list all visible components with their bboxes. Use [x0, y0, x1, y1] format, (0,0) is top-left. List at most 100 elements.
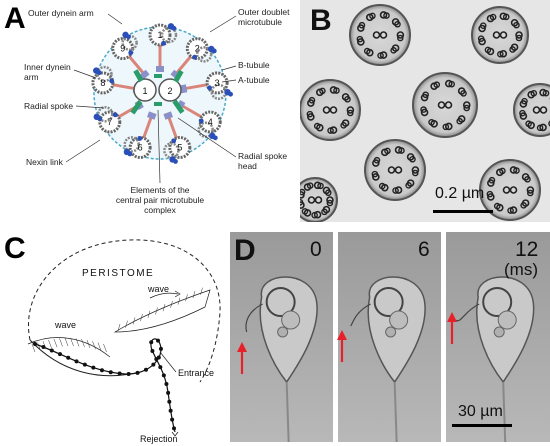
central-tubule-2	[158, 78, 182, 102]
frame-label-6: 6	[418, 238, 430, 261]
panel-b-letter: B	[310, 4, 332, 37]
inner-dynein-arm	[207, 85, 212, 91]
frame-label-12: 12	[515, 238, 539, 261]
trajectory-dot	[156, 338, 161, 343]
inner-dynein-arm	[192, 54, 198, 60]
trajectory-dot	[167, 399, 172, 404]
central-bridge	[154, 74, 162, 78]
doublet-number: 8	[100, 78, 105, 88]
central-bridge	[154, 102, 162, 106]
trajectory-dot	[172, 426, 177, 431]
doublet-number: 1	[157, 30, 162, 40]
peristome-diagram: PERISTOME wave wave Entrance Rejection	[27, 239, 221, 444]
radial-spoke-head	[163, 111, 173, 120]
outer-doublet: 3	[205, 71, 229, 101]
label-radial-spoke: Radial spoke	[24, 101, 73, 111]
label-rejection: Rejection	[140, 434, 178, 444]
trajectory-dot	[151, 362, 156, 367]
radial-spoke	[183, 83, 208, 91]
radial-spoke-head	[179, 84, 188, 94]
axoneme-cross-section	[471, 6, 529, 64]
cell-outline	[28, 239, 221, 383]
microscopy-frame	[446, 232, 550, 443]
panel-c: C PERISTOME wave wave Entrance Rejection	[0, 232, 225, 446]
label-nexin-link: Nexin link	[26, 157, 64, 167]
axoneme-cross-section	[479, 159, 541, 221]
lip-line	[29, 339, 141, 377]
panel-c-letter: C	[4, 232, 26, 265]
trajectory-dot	[99, 368, 104, 373]
axoneme-cross-section	[364, 139, 426, 201]
trajectory-dot	[149, 340, 154, 345]
central-projection	[130, 100, 143, 115]
central-projection	[172, 99, 185, 114]
trajectory-dot	[41, 345, 46, 350]
trajectory-dot	[108, 370, 113, 375]
outer-doublet: 4	[197, 110, 222, 139]
radial-spoke-head	[139, 69, 150, 80]
doublet-number: 3	[215, 78, 220, 88]
axoneme-cross-section	[412, 72, 478, 138]
doublet-number: 4	[208, 117, 213, 127]
trajectory-dot	[91, 365, 96, 370]
doublet-number: 9	[120, 44, 125, 54]
trajectory-dot	[49, 348, 54, 353]
radial-spoke	[166, 115, 178, 139]
doublet-number: 2	[195, 44, 200, 54]
trajectory-dot	[66, 355, 71, 360]
radial-spoke	[180, 103, 203, 119]
central-projection	[173, 69, 184, 83]
microscopy-frames	[230, 232, 550, 443]
panel-d: D 0 6 12 (ms) 30 µm	[230, 232, 550, 446]
scale-bar-b-label: 0.2 µm	[435, 185, 485, 202]
trajectory-dot	[166, 390, 171, 395]
scale-bar-d	[452, 424, 512, 427]
red-arrow-indicator	[337, 330, 347, 362]
inner-dynein-arm	[112, 112, 118, 118]
radial-spoke	[112, 83, 137, 91]
inner-dynein-arm	[109, 78, 115, 84]
label-outer-dynein-arm: Outer dynein arm	[28, 8, 94, 18]
trajectory-dot	[154, 357, 159, 362]
scale-bar-d-label: 30 µm	[458, 403, 503, 420]
trajectory-dot	[58, 352, 63, 357]
frame-label-0: 0	[310, 238, 322, 261]
radial-spoke-head	[147, 111, 157, 120]
label-wave-upper: wave	[147, 284, 169, 294]
scale-bar-b	[433, 210, 493, 213]
trajectory-dot	[168, 408, 173, 413]
trajectory-dot	[158, 346, 163, 351]
trajectory-dot	[126, 372, 131, 377]
trajectory-dot	[117, 371, 122, 376]
central-tubule-1	[133, 78, 157, 102]
inner-dynein-arm	[171, 138, 177, 144]
panel-b: B 0.2 µm	[300, 0, 550, 222]
trajectory-dot	[82, 362, 87, 367]
frame-unit-label: (ms)	[504, 260, 538, 279]
trajectory-dot	[170, 417, 175, 422]
radial-spoke-head	[156, 66, 164, 72]
panel-a-letter: A	[4, 2, 26, 35]
red-arrow-indicator	[237, 342, 247, 374]
axoneme-cross-section	[300, 79, 361, 141]
trajectory-dot	[143, 367, 148, 372]
doublet-number: 7	[107, 117, 112, 127]
inner-dynein-arm	[128, 50, 134, 56]
trajectory-dot	[158, 365, 163, 370]
outer-doublet: 2	[185, 37, 213, 63]
trajectory-dot	[74, 359, 79, 364]
radial-spoke	[127, 55, 146, 76]
axoneme-cross-section	[349, 4, 411, 66]
panel-d-letter: D	[234, 234, 256, 267]
inner-dynein-arm	[137, 136, 143, 141]
doublet-number: 5	[177, 143, 182, 153]
inner-dynein-arm	[161, 40, 166, 46]
doublet-number: 6	[138, 143, 143, 153]
label-entrance: Entrance	[178, 368, 214, 378]
